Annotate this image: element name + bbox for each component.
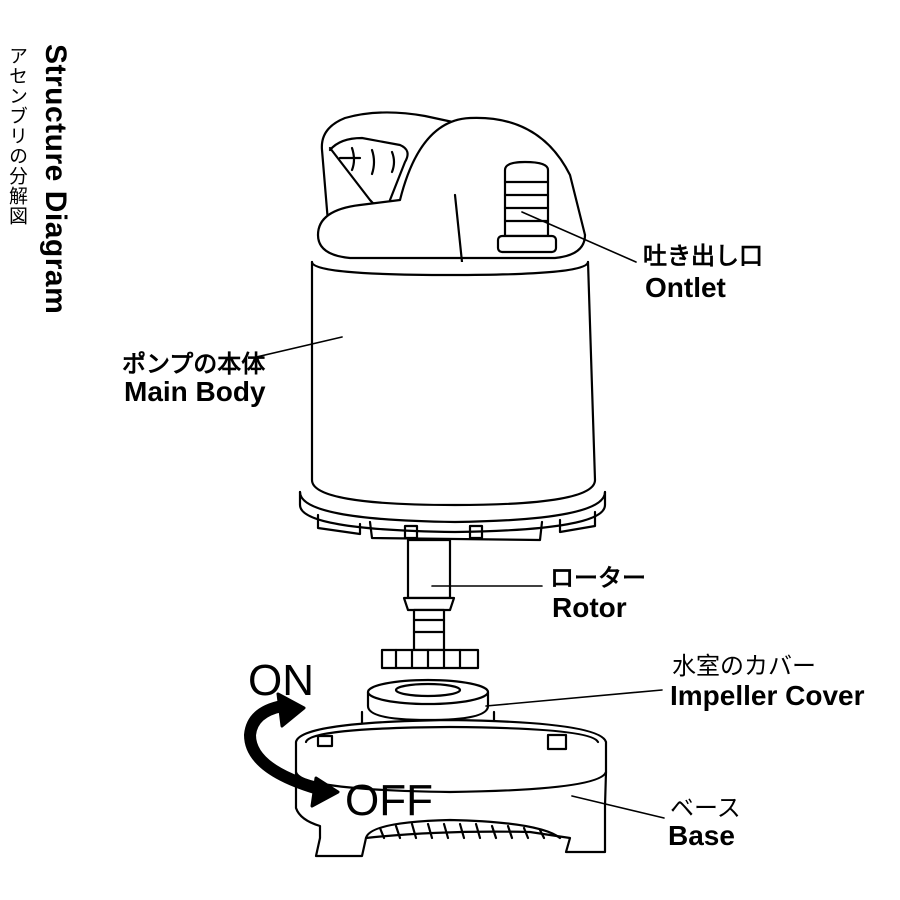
outlet-label-en: Ontlet <box>645 272 726 303</box>
base-label-jp: ベース <box>670 794 741 822</box>
switch-off-label: OFF <box>345 776 433 825</box>
rotation-arrow-icon <box>244 692 340 808</box>
base-label-en: Base <box>668 820 735 851</box>
impeller-cover-label-jp: 水室のカバー <box>672 652 816 680</box>
leader-main-body <box>251 336 343 359</box>
pump-base <box>294 718 608 858</box>
leader-outlet <box>521 211 637 263</box>
leader-base <box>571 795 665 819</box>
body-bottom-clips <box>316 510 597 542</box>
rotor-shaft <box>402 538 456 652</box>
diagram-title-jp: アセンブリの分解図 <box>6 46 28 226</box>
main-body-label-jp: ポンプの本体 <box>122 350 266 378</box>
outlet-nozzle <box>496 160 558 254</box>
main-body-cylinder <box>298 260 607 534</box>
outlet-label-jp: 吐き出し口 <box>643 242 763 270</box>
main-body-label-en: Main Body <box>124 376 266 407</box>
rotor-label-jp: ローター <box>550 564 646 592</box>
leader-lines <box>251 211 665 819</box>
impeller <box>380 648 480 670</box>
leader-impeller-cover <box>485 689 663 707</box>
impeller-cover-label-en: Impeller Cover <box>670 680 865 711</box>
diagram-title: Structure Diagram <box>39 44 72 315</box>
rotor-label-en: Rotor <box>552 592 627 623</box>
switch-on-label: ON <box>248 656 314 705</box>
